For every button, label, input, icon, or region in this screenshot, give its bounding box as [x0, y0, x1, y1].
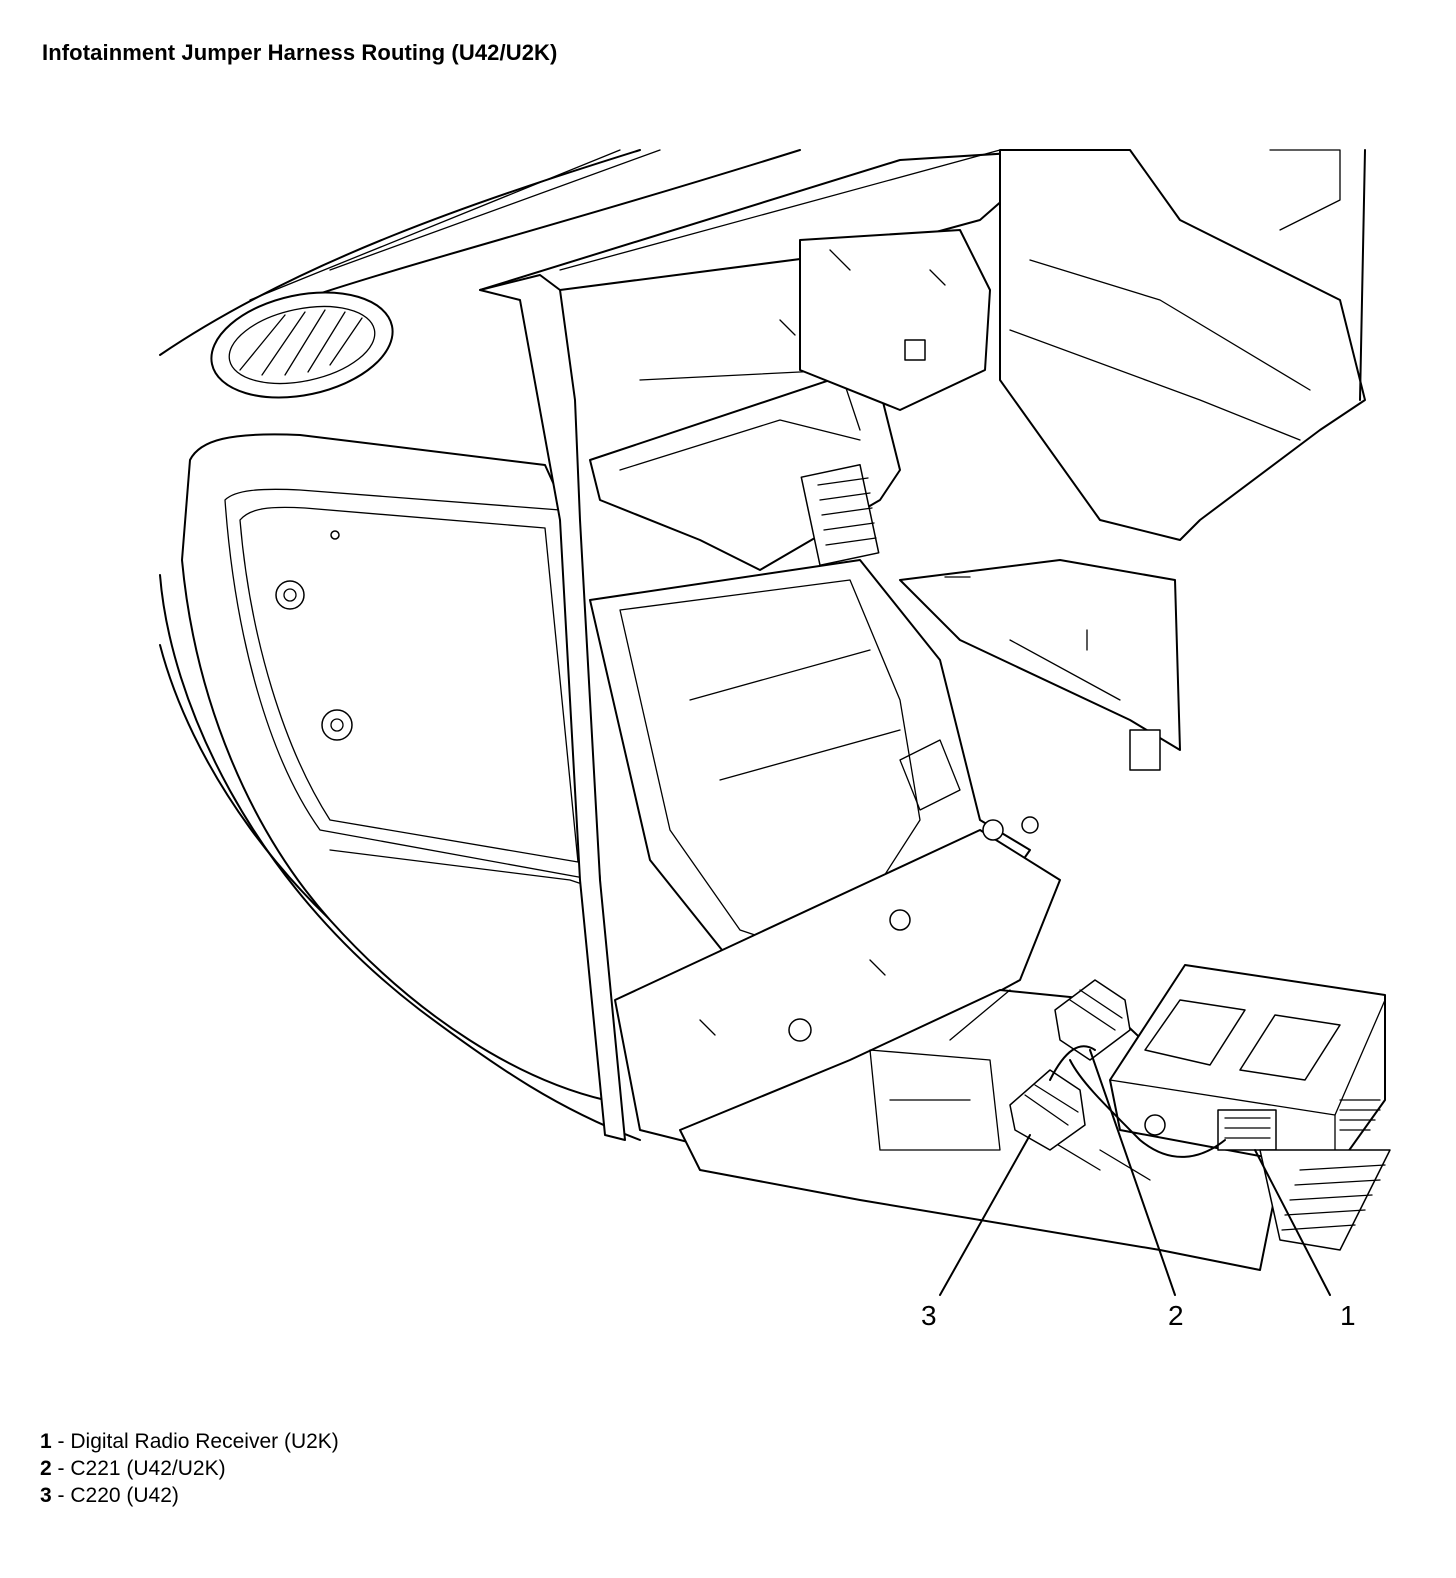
- connector-c220: [1009, 1069, 1086, 1151]
- connector-c221: [1054, 979, 1131, 1061]
- callout-1: 1: [1340, 1300, 1356, 1331]
- legend-separator: -: [51, 1484, 71, 1507]
- legend-number: 3: [40, 1484, 52, 1507]
- legend-text: Digital Radio Receiver (U2K): [70, 1430, 339, 1453]
- callout-2: 2: [1168, 1300, 1184, 1331]
- leader-line-3: [939, 1134, 1031, 1296]
- digital-radio-receiver: [1109, 964, 1386, 1171]
- legend-number: 2: [40, 1457, 52, 1480]
- legend-text: C220 (U42): [70, 1484, 179, 1507]
- legend-item: 3 - C220 (U42): [40, 1482, 339, 1509]
- legend: 1 - Digital Radio Receiver (U2K) 2 - C22…: [40, 1428, 339, 1509]
- legend-text: C221 (U42/U2K): [70, 1457, 226, 1480]
- callout-3: 3: [921, 1300, 937, 1331]
- leader-line-2: [1089, 1049, 1176, 1296]
- air-vent: [210, 291, 394, 399]
- leader-line-1: [1254, 1149, 1331, 1296]
- legend-item: 1 - Digital Radio Receiver (U2K): [40, 1428, 339, 1455]
- legend-item: 2 - C221 (U42/U2K): [40, 1455, 339, 1482]
- legend-separator: -: [51, 1457, 71, 1480]
- page-title: Infotainment Jumper Harness Routing (U42…: [42, 40, 558, 65]
- legend-number: 1: [40, 1430, 52, 1453]
- legend-separator: -: [51, 1430, 71, 1453]
